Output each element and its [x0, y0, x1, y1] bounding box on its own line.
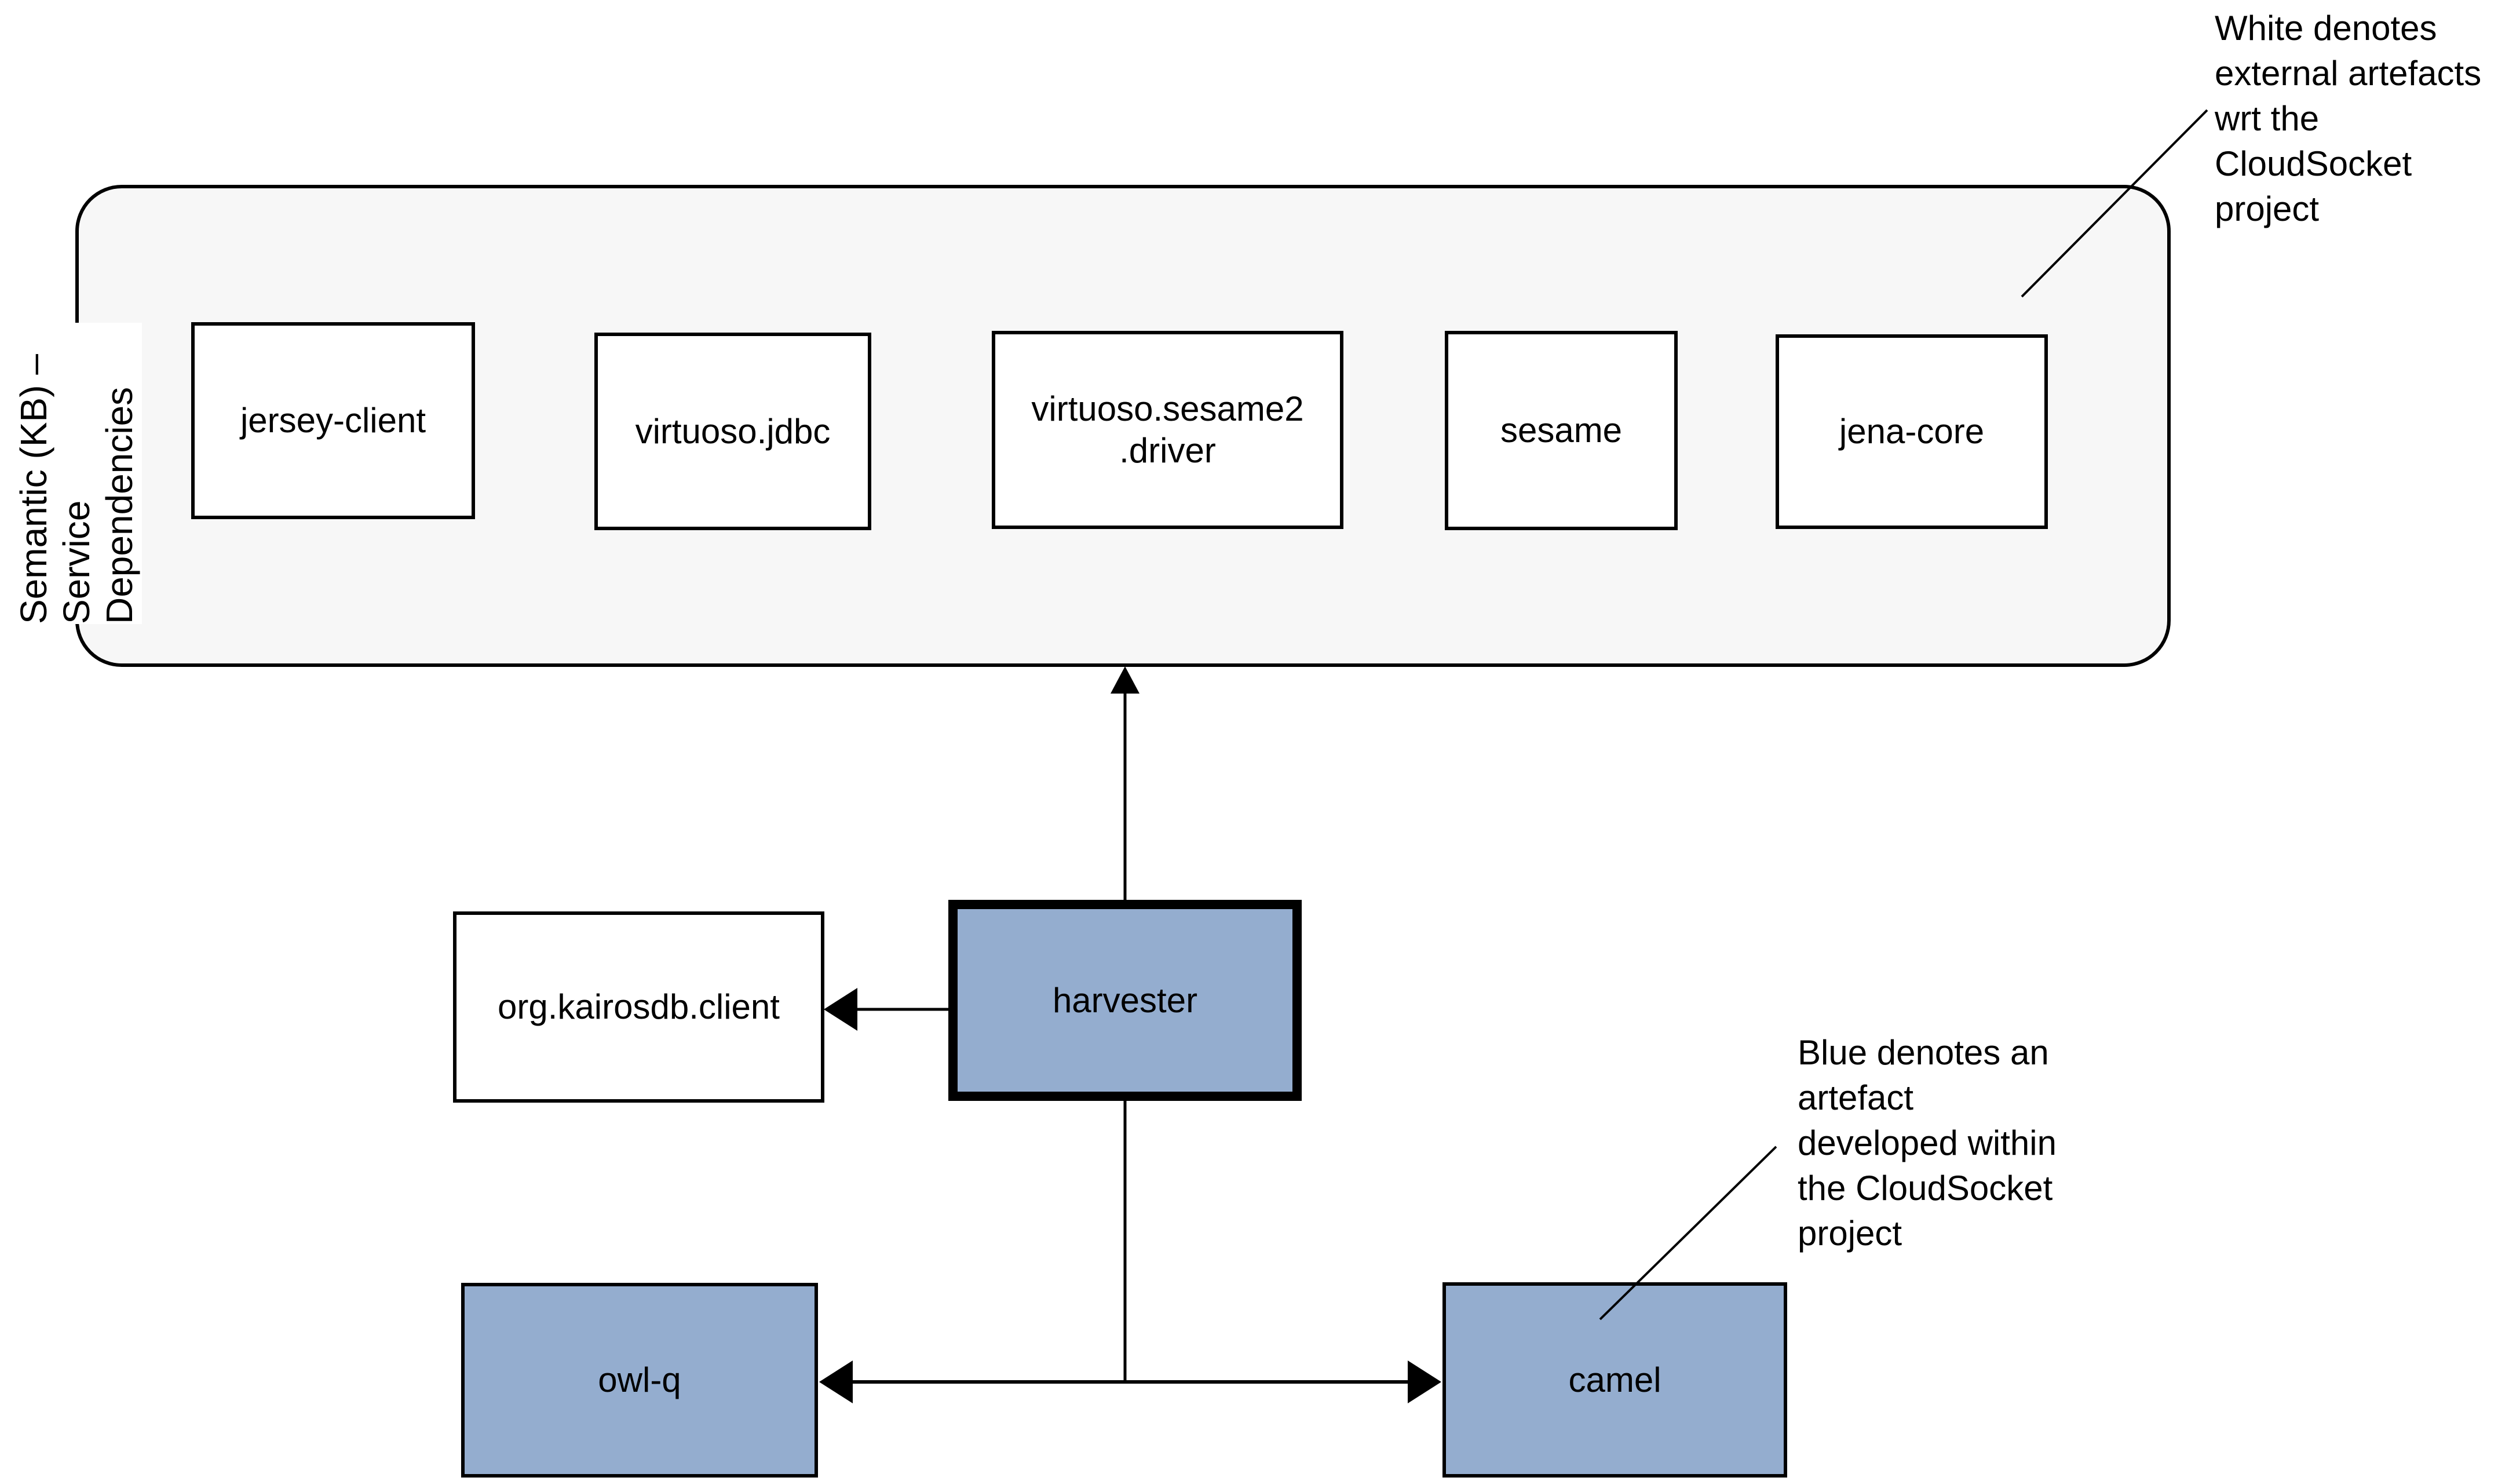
- legend-blue-note: Blue denotes an artefact developed withi…: [1798, 1033, 2057, 1253]
- node-virtuoso-jdbc: virtuoso.jdbc: [594, 333, 871, 530]
- node-sesame: sesame: [1445, 331, 1678, 530]
- node-jena-core: jena-core: [1776, 334, 2048, 529]
- arrow-camel-head-icon: [1408, 1360, 1441, 1403]
- node-virtuoso-sesame2-driver: virtuoso.sesame2 .driver: [992, 331, 1343, 529]
- arrow-harvester-to-group-head-icon: [1111, 666, 1140, 694]
- arrow-owlq-head-icon: [819, 1360, 853, 1403]
- node-harvester: harvester: [948, 900, 1302, 1101]
- group-label-vertical: Semantic (KB) – Service Dependencies: [12, 323, 142, 624]
- legend-white-note: White denotes external artefacts wrt the…: [2215, 9, 2482, 228]
- arrow-harvester-to-kairosdb-head-icon: [824, 988, 857, 1031]
- node-org-kairosdb-client: org.kairosdb.client: [453, 911, 824, 1103]
- node-camel: camel: [1442, 1282, 1787, 1478]
- node-owl-q: owl-q: [461, 1283, 818, 1478]
- node-jersey-client: jersey-client: [191, 322, 475, 519]
